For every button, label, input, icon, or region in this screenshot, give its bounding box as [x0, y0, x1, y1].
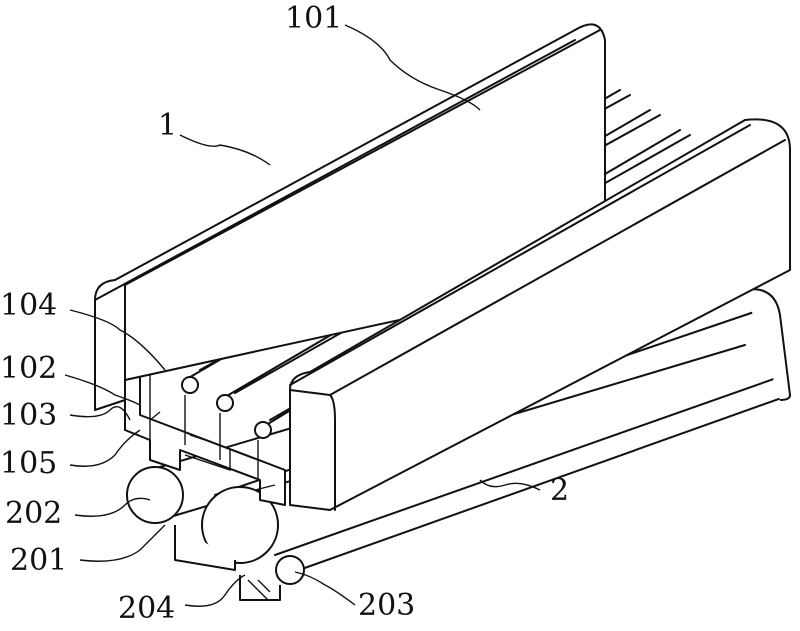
label-204: 204	[118, 591, 175, 626]
label-202: 202	[5, 496, 62, 531]
rib-head	[254, 421, 272, 439]
label-103: 103	[0, 398, 57, 433]
label-203: 203	[358, 588, 415, 623]
label-105: 105	[0, 446, 57, 481]
label-1: 1	[158, 108, 177, 143]
right-rail	[289, 118, 791, 511]
label-101: 101	[285, 1, 342, 36]
label-201: 201	[10, 543, 67, 578]
tube-201	[201, 486, 279, 564]
tube-202	[126, 466, 184, 524]
reference-labels: 101 1 104 102 103 105 202 201 204 203 2	[0, 1, 569, 626]
rib-head	[216, 394, 234, 412]
leader-lines	[64, 24, 541, 607]
tube-203	[275, 555, 305, 585]
label-2: 2	[550, 473, 569, 508]
lower-profile-2	[126, 288, 791, 601]
rib-head	[181, 376, 199, 394]
label-104: 104	[0, 288, 57, 323]
label-102: 102	[0, 351, 57, 386]
